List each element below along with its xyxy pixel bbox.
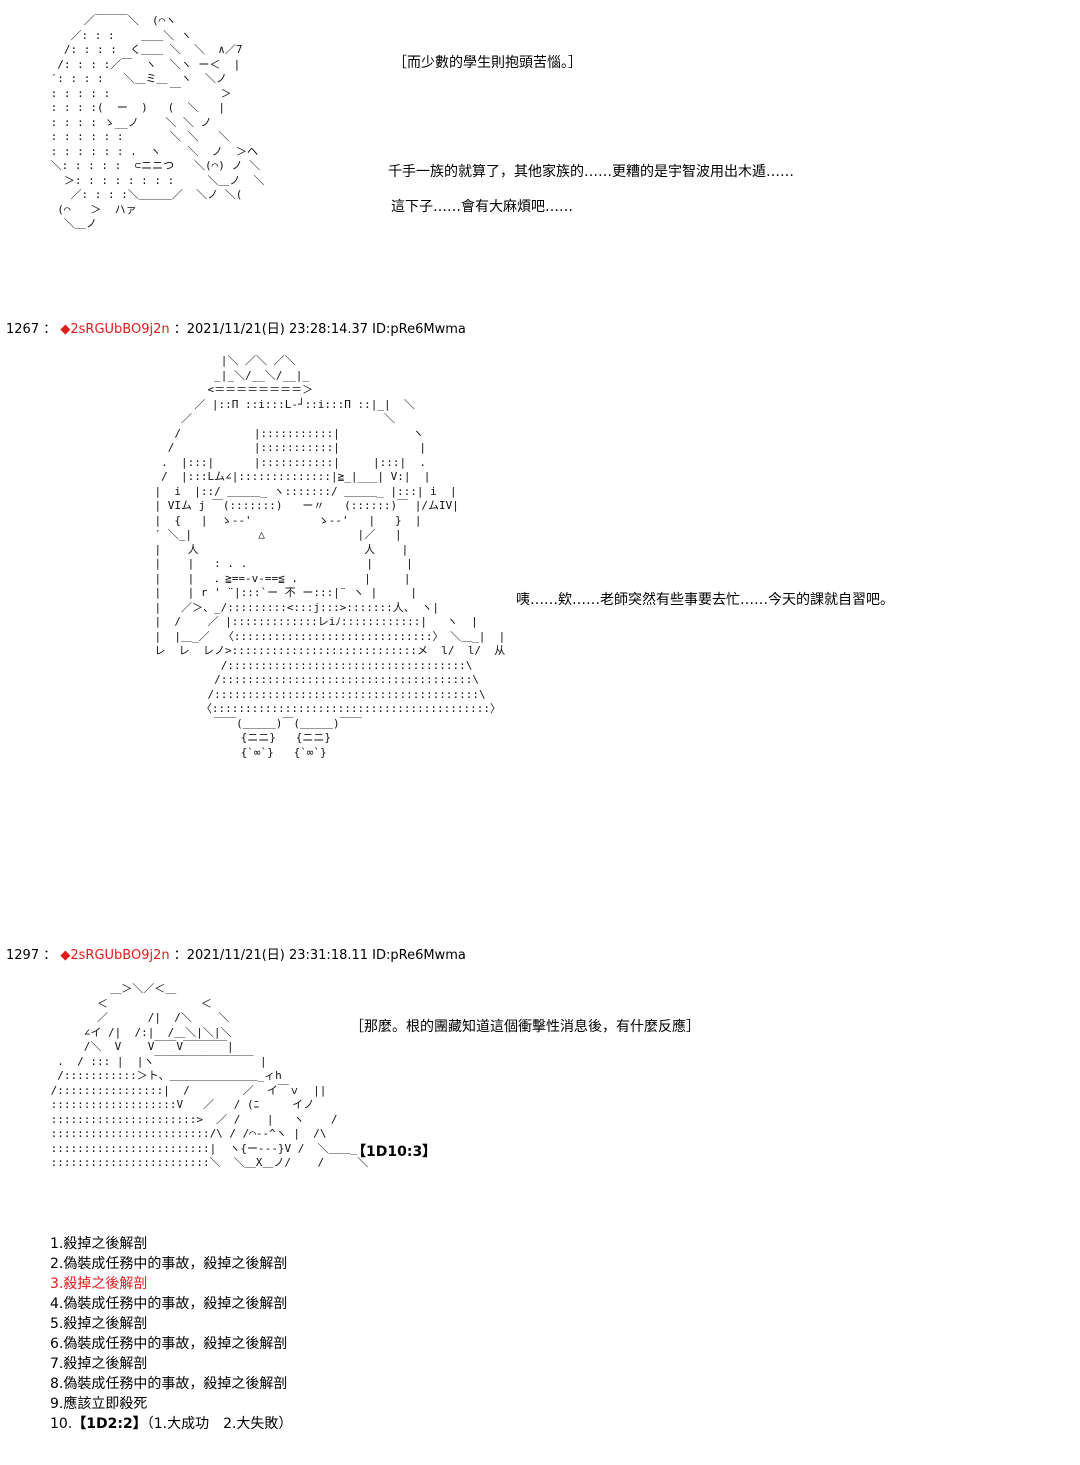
option-item: 7.殺掉之後解剖 (50, 1356, 148, 1372)
post-separator: ： (43, 322, 57, 337)
dialogue-line: 咦……欸……老師突然有些事要去忙……今天的課就自習吧。 (516, 592, 894, 608)
dialogue-line: 這下子……會有大麻煩吧…… (391, 199, 573, 215)
ascii-art-worried-student: ／￣￣￣＼ (⌒ヽ ／: : : ＿＿＼ ヽ /: : : : く＿＿ ＼ ＼ … (50, 14, 265, 230)
post-meta: ：2021/11/21(日) 23:28:14.37 ID:pRe6Mwma (173, 322, 466, 337)
option-number: 10. (50, 1416, 73, 1432)
option-item: 8.偽裝成任務中的事故，殺掉之後解剖 (50, 1376, 288, 1392)
post-number: 1297 (6, 948, 40, 963)
post-header: 1267 ： ◆2sRGUbBO9j2n ：2021/11/21(日) 23:2… (6, 322, 466, 338)
dice-roll-result: 【1D10:3】 (352, 1144, 437, 1160)
post-separator: ： (43, 948, 57, 963)
narration-caption: ［那麼。根的團藏知道這個衝擊性消息後，有什麼反應］ (350, 1019, 700, 1035)
option-item: 5.殺掉之後解剖 (50, 1316, 148, 1332)
option-item: 1.殺掉之後解剖 (50, 1236, 148, 1252)
post-meta: ：2021/11/21(日) 23:31:18.11 ID:pRe6Mwma (173, 948, 466, 963)
option-list: 1.殺掉之後解剖 2.偽裝成任務中的事故，殺掉之後解剖 3.殺掉之後解剖 4.偽… (50, 1234, 292, 1434)
ascii-art-teacher: |＼ ／＼ ／＼ _|_＼/__＼/__|_ <＝＝＝＝＝＝＝＝＞ ／ |::Π… (154, 354, 506, 759)
option-item: 10.【1D2:2】（1.大成功 2.大失敗） (50, 1414, 292, 1434)
option-item: 4.偽裝成任務中的事故，殺掉之後解剖 (50, 1296, 288, 1312)
ascii-art-danzo: ＿＞＼／＜＿ ＜ ＜ ／ /| /＼ ＼ ∠イ /| /:| /＿＼|＼|＼ /… (50, 982, 369, 1169)
post-trip[interactable]: ◆2sRGUbBO9j2n (60, 948, 170, 963)
post-trip[interactable]: ◆2sRGUbBO9j2n (60, 322, 170, 337)
option-item: 6.偽裝成任務中的事故，殺掉之後解剖 (50, 1336, 288, 1352)
narration-caption: ［而少數的學生則抱頭苦惱。］ (393, 55, 582, 71)
option-item-selected: 3.殺掉之後解剖 (50, 1276, 148, 1292)
post-header: 1297 ： ◆2sRGUbBO9j2n ：2021/11/21(日) 23:3… (6, 948, 466, 964)
dialogue-line: 千手一族的就算了，其他家族的……更糟的是宇智波用出木遁…… (388, 164, 794, 180)
post-number: 1267 (6, 322, 40, 337)
dice-roll-result: 【1D2:2】 (72, 1416, 147, 1432)
option-subtext: （1.大成功 2.大失敗） (146, 1416, 293, 1432)
option-item: 9.應該立即殺死 (50, 1396, 148, 1412)
option-item: 2.偽裝成任務中的事故，殺掉之後解剖 (50, 1256, 288, 1272)
